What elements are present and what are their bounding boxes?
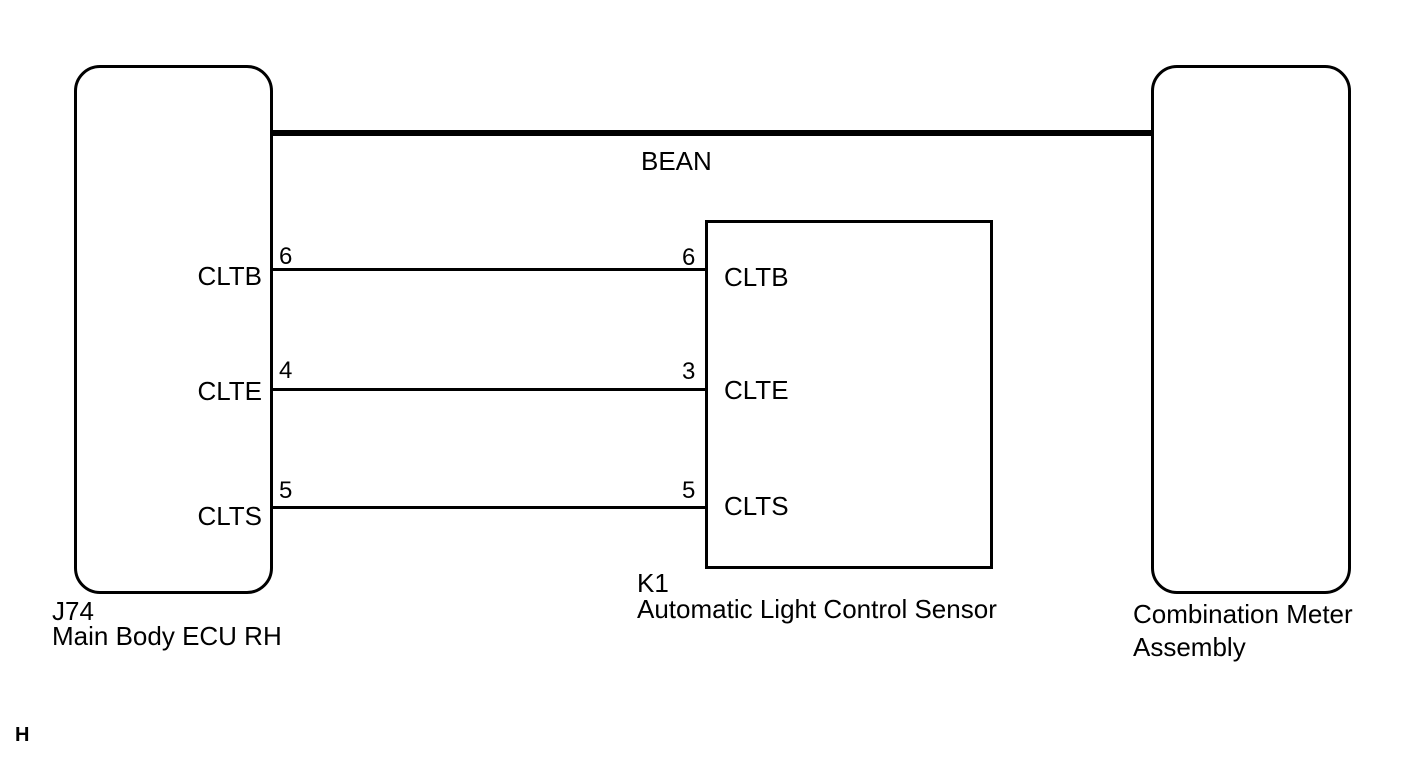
sensor-name: Automatic Light Control Sensor — [637, 594, 997, 624]
ecu-pin-clte: 4 — [279, 357, 293, 384]
ecu-pin-clts: 5 — [279, 477, 293, 504]
meter-name-line2: Assembly — [1133, 632, 1246, 662]
meter-name-line1: Combination Meter — [1133, 599, 1353, 629]
wire-cltb — [271, 268, 707, 271]
combination-meter-box — [1151, 65, 1351, 594]
ecu-terminal-cltb: CLTB — [197, 261, 262, 291]
sensor-pin-cltb: 6 — [682, 244, 696, 271]
ecu-pin-cltb: 6 — [279, 243, 293, 270]
sensor-pin-clte: 3 — [682, 358, 696, 385]
ecu-name: Main Body ECU RH — [52, 621, 282, 651]
footer-mark: H — [15, 724, 30, 746]
bean-bus-label: BEAN — [641, 146, 712, 176]
main-body-ecu-box — [74, 65, 273, 594]
sensor-terminal-clte: CLTE — [724, 375, 789, 405]
wire-clts — [271, 506, 707, 509]
light-control-sensor-box — [705, 220, 993, 569]
ecu-terminal-clte: CLTE — [197, 376, 262, 406]
wire-clte — [271, 388, 707, 391]
sensor-code: K1 — [637, 568, 669, 598]
sensor-terminal-clts: CLTS — [724, 491, 789, 521]
ecu-code: J74 — [52, 596, 94, 626]
sensor-terminal-cltb: CLTB — [724, 262, 789, 292]
ecu-terminal-clts: CLTS — [197, 501, 262, 531]
bean-bus-line — [271, 130, 1153, 136]
sensor-pin-clts: 5 — [682, 477, 696, 504]
